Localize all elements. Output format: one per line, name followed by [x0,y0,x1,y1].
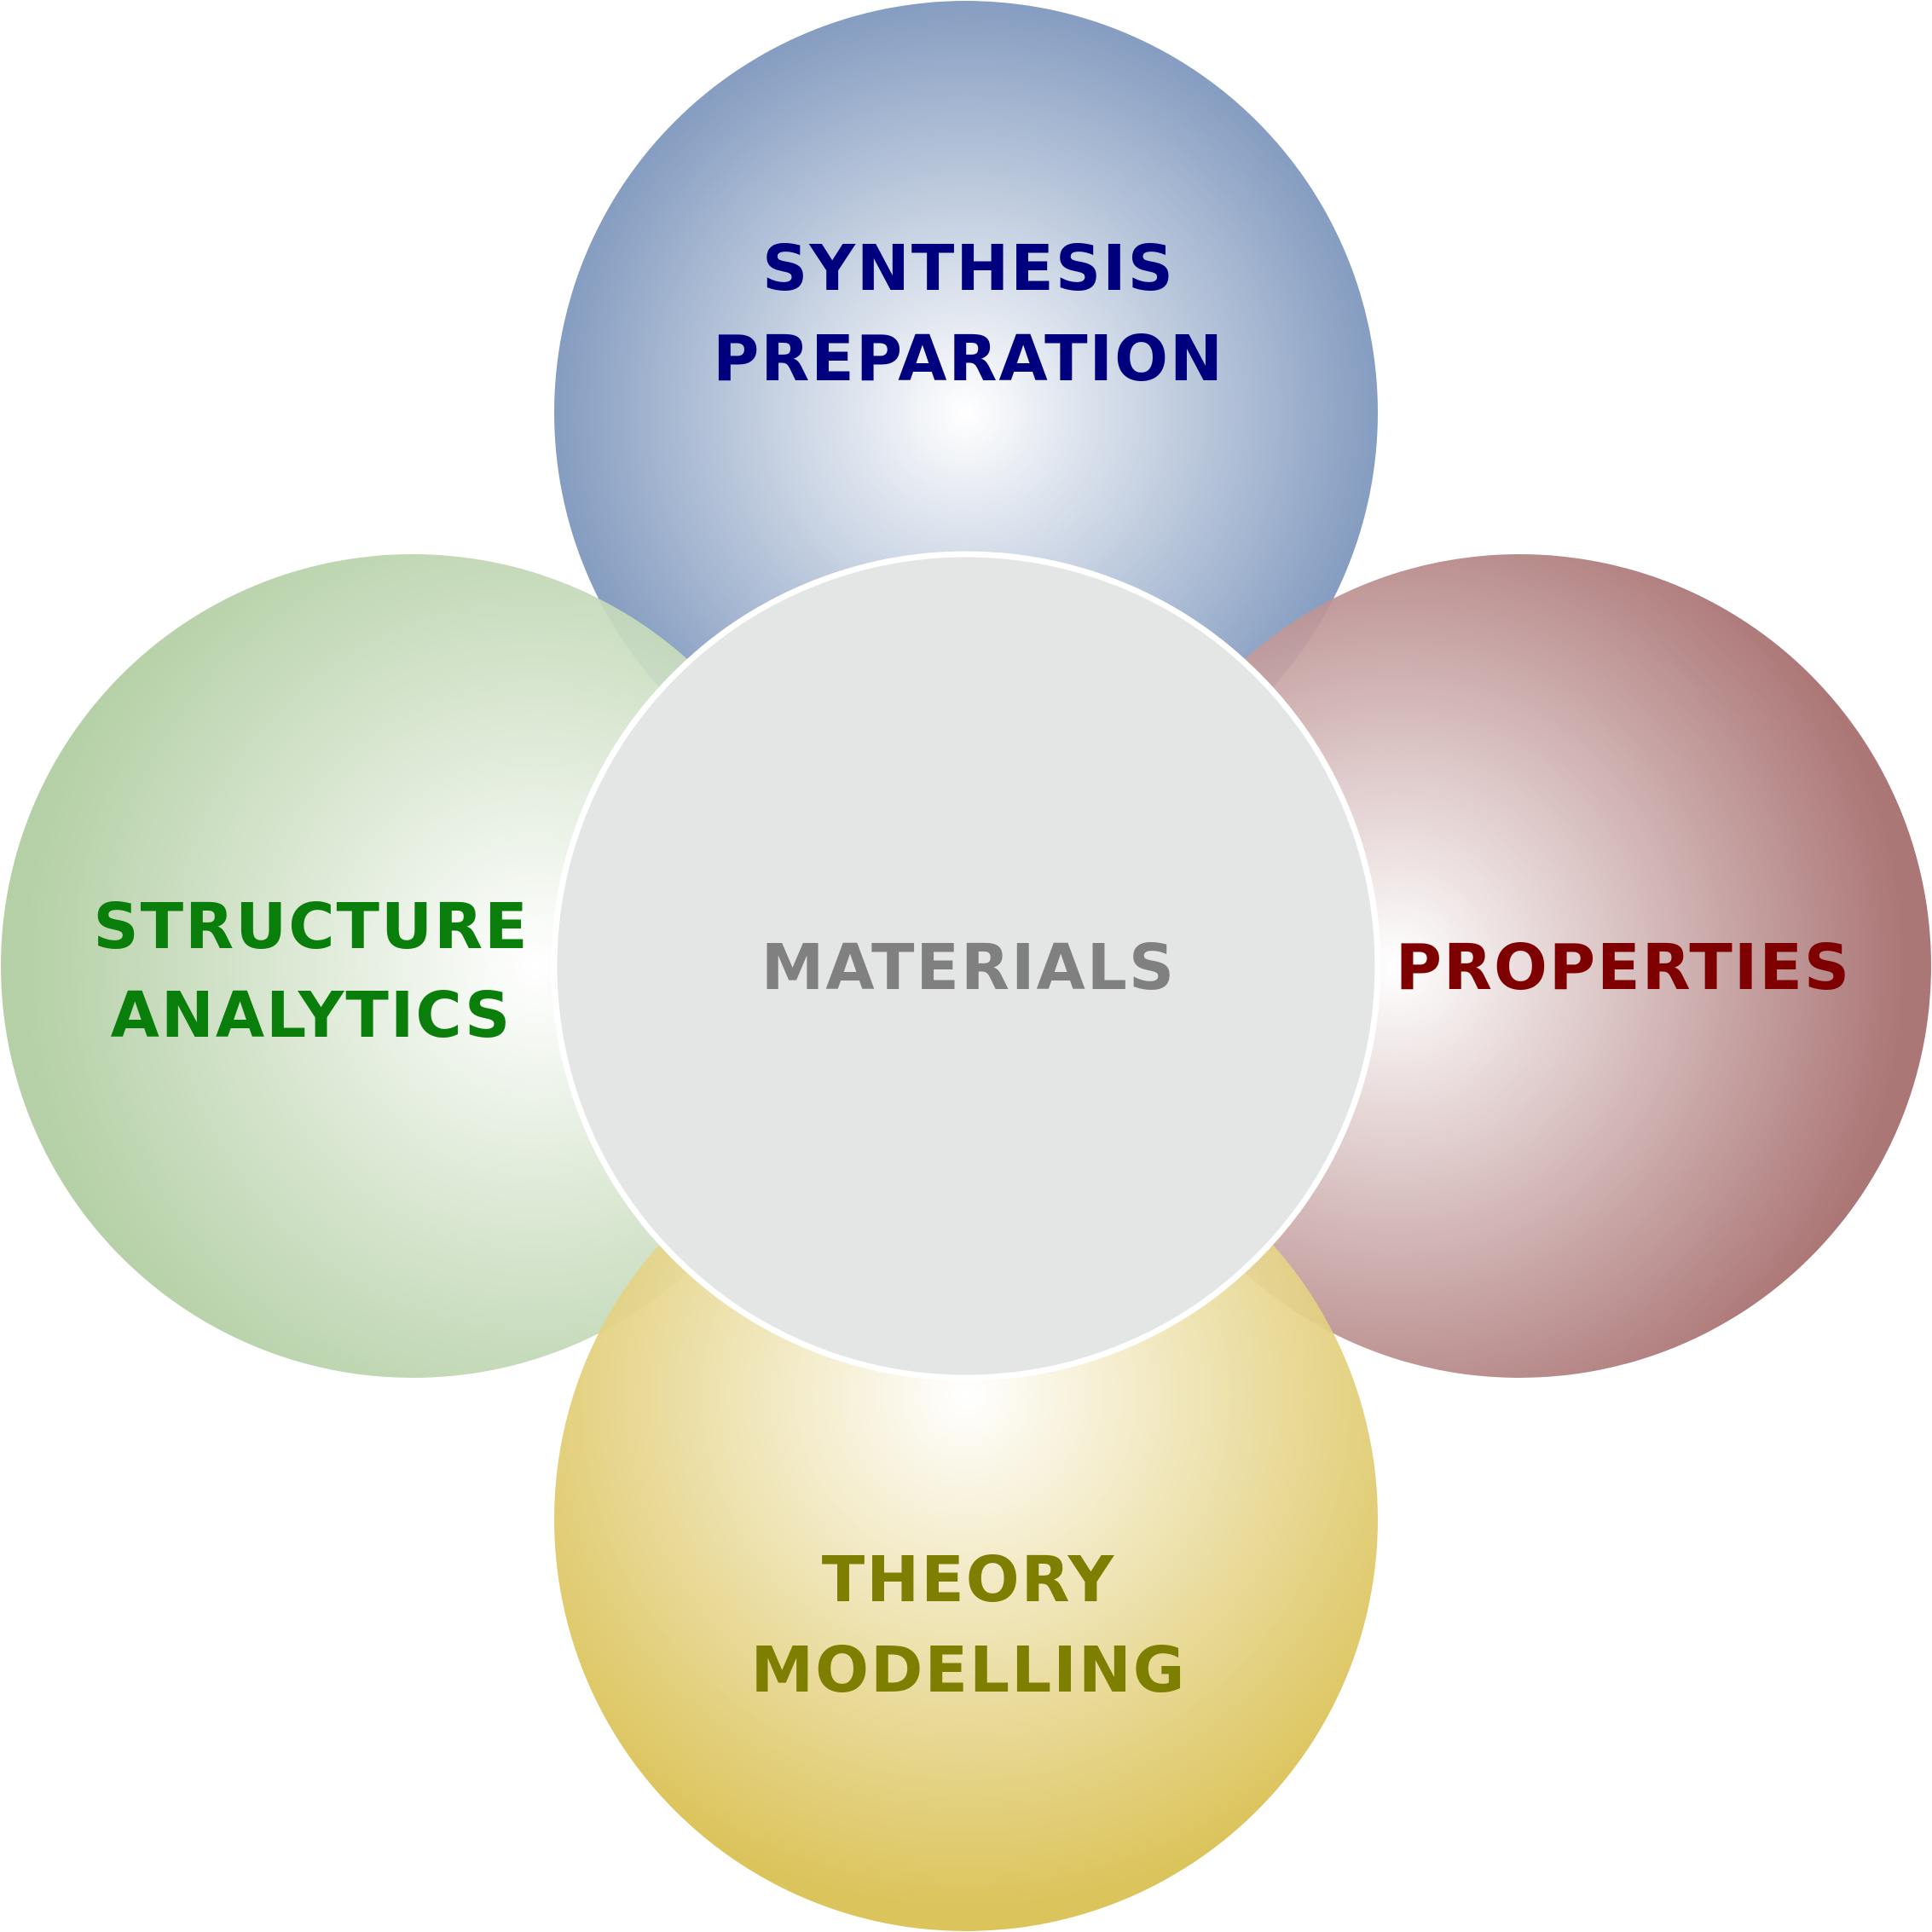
materials-label: MATERIALS [761,931,1176,1004]
synthesis-label: SYNTHESIS [762,232,1175,305]
materials-circle [551,551,1381,1381]
properties-label: PROPERTIES [1396,931,1851,1004]
modelling-label: MODELLING [750,1634,1186,1707]
preparation-label: PREPARATION [713,322,1224,396]
theory-label: THEORY [822,1543,1115,1617]
structure-label: STRUCTURE [93,890,529,963]
analytics-label: ANALYTICS [111,979,512,1052]
